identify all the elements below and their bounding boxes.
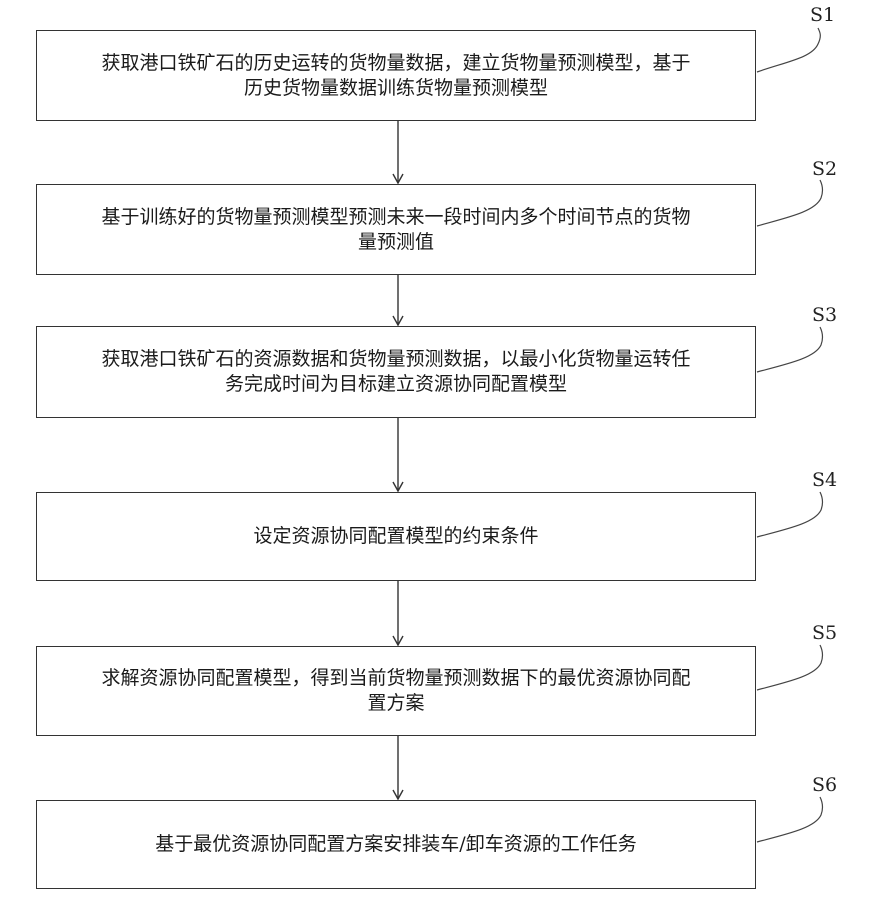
- step-text-s1: 获取港口铁矿石的历史运转的货物量数据，建立货物量预测模型，基于 历史货物量数据训…: [37, 51, 755, 101]
- step-text-s4: 设定资源协同配置模型的约束条件: [37, 524, 755, 549]
- arrow-s1-s2: [393, 121, 403, 183]
- leader-line-s4: [757, 492, 823, 537]
- leader-line-s1: [757, 28, 820, 72]
- leader-line-s5: [757, 645, 823, 690]
- step-label-s2: S2: [812, 158, 837, 180]
- step-text-line: 基于训练好的货物量预测模型预测未来一段时间内多个时间节点的货物: [43, 205, 749, 230]
- step-text-line: 置方案: [43, 691, 749, 716]
- step-box-s5: 求解资源协同配置模型，得到当前货物量预测数据下的最优资源协同配 置方案: [36, 646, 756, 736]
- step-box-s2: 基于训练好的货物量预测模型预测未来一段时间内多个时间节点的货物 量预测值: [36, 184, 756, 275]
- step-box-s6: 基于最优资源协同配置方案安排装车/卸车资源的工作任务: [36, 800, 756, 889]
- arrow-s4-s5: [393, 581, 403, 645]
- step-box-s3: 获取港口铁矿石的资源数据和货物量预测数据，以最小化货物量运转任 务完成时间为目标…: [36, 326, 756, 418]
- arrow-s2-s3: [393, 275, 403, 325]
- step-label-s5: S5: [812, 622, 837, 644]
- step-text-line: 历史货物量数据训练货物量预测模型: [43, 76, 749, 101]
- step-text-s6: 基于最优资源协同配置方案安排装车/卸车资源的工作任务: [37, 832, 755, 857]
- arrow-s3-s4: [393, 418, 403, 491]
- step-text-line: 设定资源协同配置模型的约束条件: [43, 524, 749, 549]
- step-text-line: 获取港口铁矿石的资源数据和货物量预测数据，以最小化货物量运转任: [43, 347, 749, 372]
- step-text-line: 获取港口铁矿石的历史运转的货物量数据，建立货物量预测模型，基于: [43, 51, 749, 76]
- leader-line-s2: [757, 180, 823, 226]
- leader-line-s6: [757, 797, 823, 842]
- leader-line-s3: [757, 327, 823, 372]
- arrow-s5-s6: [393, 736, 403, 799]
- step-text-line: 基于最优资源协同配置方案安排装车/卸车资源的工作任务: [43, 832, 749, 857]
- step-text-s3: 获取港口铁矿石的资源数据和货物量预测数据，以最小化货物量运转任 务完成时间为目标…: [37, 347, 755, 397]
- step-box-s1: 获取港口铁矿石的历史运转的货物量数据，建立货物量预测模型，基于 历史货物量数据训…: [36, 30, 756, 121]
- step-text-line: 务完成时间为目标建立资源协同配置模型: [43, 372, 749, 397]
- step-label-s4: S4: [812, 469, 837, 491]
- step-text-line: 求解资源协同配置模型，得到当前货物量预测数据下的最优资源协同配: [43, 666, 749, 691]
- step-label-s3: S3: [812, 304, 837, 326]
- step-label-s6: S6: [812, 774, 837, 796]
- step-box-s4: 设定资源协同配置模型的约束条件: [36, 492, 756, 581]
- step-text-s2: 基于训练好的货物量预测模型预测未来一段时间内多个时间节点的货物 量预测值: [37, 205, 755, 255]
- step-label-s1: S1: [810, 4, 835, 26]
- step-text-s5: 求解资源协同配置模型，得到当前货物量预测数据下的最优资源协同配 置方案: [37, 666, 755, 716]
- step-text-line: 量预测值: [43, 230, 749, 255]
